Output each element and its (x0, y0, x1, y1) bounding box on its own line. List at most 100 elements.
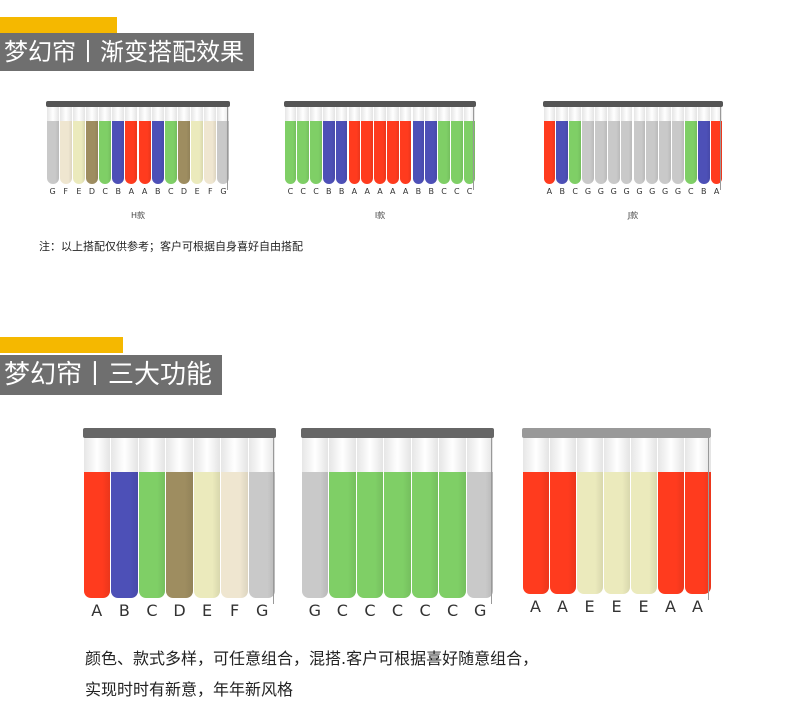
blind-rail (46, 101, 230, 107)
blind-slat-label: C (441, 187, 447, 196)
blind-slat-label: C (688, 187, 694, 196)
blind-slat (438, 107, 450, 184)
blind-slat (111, 438, 138, 598)
blind-slat-label: G (220, 187, 227, 196)
blind-slat-label: B (118, 601, 130, 620)
blind-slat (450, 107, 463, 184)
blind-slat (425, 107, 438, 184)
blind-slat (83, 438, 111, 598)
blind-slat-label: C (466, 187, 473, 196)
blind-slat-label: E (202, 601, 213, 620)
blind-slat-label: C (572, 187, 578, 196)
blind-slat (439, 438, 466, 598)
blind-rail (522, 428, 711, 438)
blind-slat-label: E (584, 597, 595, 616)
blind-slat (248, 438, 276, 598)
blind-slat (646, 107, 659, 184)
blind-slat-label: C (391, 601, 404, 620)
blind-slat-label: C (336, 601, 348, 620)
blind-slat-label: A (692, 597, 703, 616)
blind-slat (284, 107, 297, 184)
blind-slat-label: F (230, 601, 240, 620)
blind-slat-label: C (102, 187, 108, 196)
blind-cord (473, 107, 474, 190)
blind-caption: I款 (374, 211, 386, 220)
blind-rail (83, 428, 276, 438)
blind-slat-label: A (390, 187, 396, 196)
blind-slat-label: A (713, 187, 720, 196)
blind-slat (374, 107, 386, 184)
blind-slat (125, 107, 138, 184)
blind-slat (164, 107, 177, 184)
blind-slat (659, 107, 672, 184)
blind-slat (151, 107, 164, 184)
blind-slat-label: A (141, 187, 148, 196)
blind-slat (657, 438, 684, 594)
blind-slat-label: A (546, 187, 553, 196)
blind-slat (85, 107, 99, 184)
blind-slat-label: A (128, 187, 135, 196)
blind-slat (463, 107, 476, 184)
blind-slat-label: B (428, 187, 434, 196)
blind-slat-label: C (300, 187, 306, 196)
blind-slat-label: C (419, 601, 431, 620)
blind-slat (166, 438, 193, 598)
blind-slat-label: B (415, 187, 422, 196)
blind-slat-label: A (364, 187, 370, 196)
blind-slat (297, 107, 310, 184)
blind-slat-label: D (180, 187, 188, 196)
blind-slat (412, 107, 425, 184)
blind-slat-label: B (700, 187, 707, 196)
blind-slat-label: A (402, 187, 409, 196)
blind-slat-label: D (173, 601, 186, 620)
blind-slat (99, 107, 112, 184)
blind-slat (633, 107, 646, 184)
blind-slat-label: B (154, 187, 161, 196)
blind-slat-label: A (91, 601, 103, 620)
blind-slat-label: C (287, 187, 294, 196)
blind-slat (112, 107, 125, 184)
blind-rail (543, 101, 723, 107)
blind-slat-label: A (557, 597, 568, 616)
blind-slat (356, 438, 384, 598)
blind-slat-label: G (649, 187, 656, 196)
section2-description-line1: 颜色、款式多样，可任意组合，混搭.客户可根据喜好随意组合， (85, 649, 539, 668)
blind-slat (177, 107, 191, 184)
blind-slat (138, 438, 166, 598)
blind-cord (273, 438, 274, 604)
blind-slat (399, 107, 412, 184)
blind-slat (221, 438, 248, 598)
blind-slat (59, 107, 72, 184)
blind-caption: J款 (627, 211, 639, 220)
blind-slat (684, 107, 697, 184)
blind-slat (697, 107, 710, 184)
blind-slat-label: G (610, 187, 617, 196)
blind-slat-label: C (447, 601, 459, 620)
blind-slat-label: G (597, 187, 604, 196)
blind-cord (227, 107, 228, 190)
blind-slat (556, 107, 569, 184)
section1-note: 注：以上搭配仅供参考；客户可根据自身喜好自由搭配 (39, 240, 303, 253)
blind-slat-label: G (584, 187, 592, 196)
blind-slat-label: C (453, 187, 460, 196)
blind-slat-label: G (49, 187, 56, 196)
blind-slat-label: B (115, 187, 122, 196)
blind-slat (543, 107, 556, 184)
blind-slat (684, 438, 711, 594)
blind-slat-label: C (364, 601, 376, 620)
blind-slat (204, 107, 217, 184)
blind-slat-label: E (638, 597, 649, 616)
blind-slat-label: G (256, 601, 269, 620)
blind-cord (491, 438, 492, 604)
section2-accent-bar (0, 337, 123, 353)
blind-slat-label: D (88, 187, 96, 196)
blind-slat-label: F (63, 187, 69, 196)
blind-slat (322, 107, 335, 184)
blind-slat (569, 107, 582, 184)
blind-slat-label: A (377, 187, 383, 196)
blind-slat-label: G (662, 187, 669, 196)
blind-slat (576, 438, 603, 594)
